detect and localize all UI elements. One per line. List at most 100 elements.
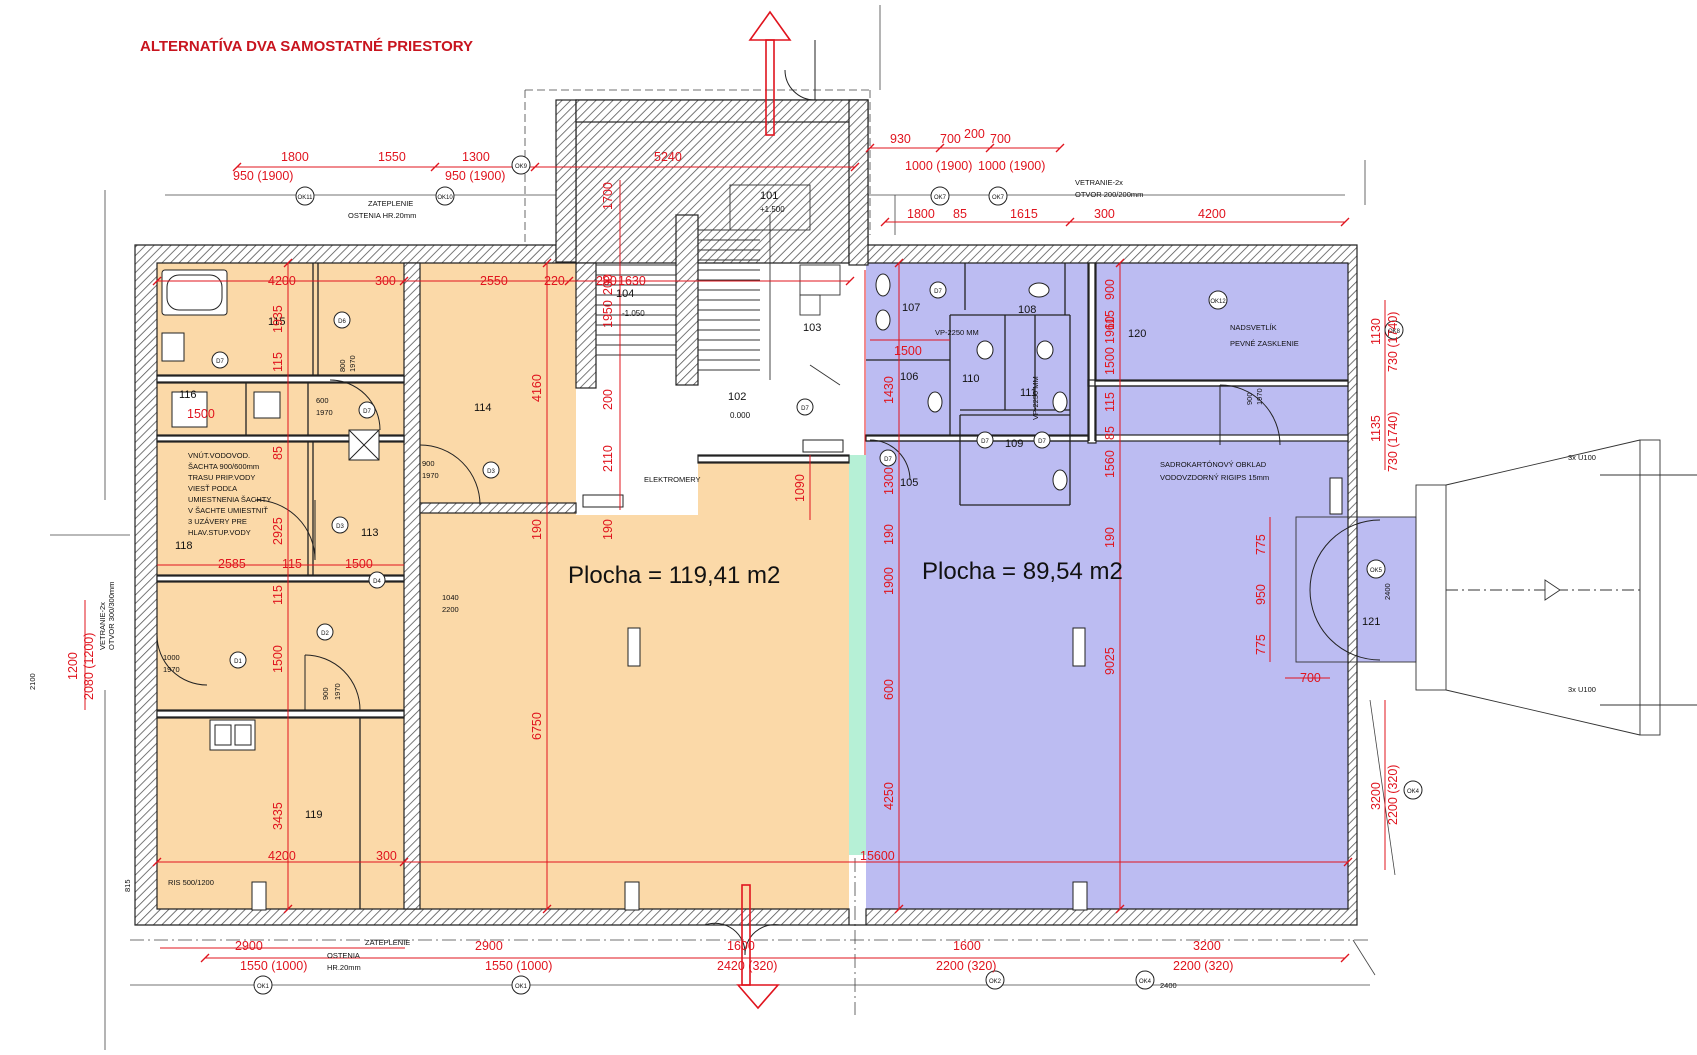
svg-text:VETRANIE-2x: VETRANIE-2x [98,602,107,650]
sink-icon [171,391,208,428]
svg-text:220: 220 [544,274,565,288]
svg-text:900: 900 [422,459,435,468]
toilet-icon [1052,391,1068,413]
room-118: 118 [175,540,193,552]
svg-text:1090: 1090 [793,474,807,502]
room-114: 114 [474,402,492,414]
svg-text:1000: 1000 [163,653,180,662]
svg-text:ŠACHTA 900/600mm: ŠACHTA 900/600mm [188,462,259,471]
svg-text:D7: D7 [801,406,809,412]
toilet-icon [875,273,891,297]
svg-text:600: 600 [882,679,896,700]
svg-text:6750: 6750 [530,712,544,740]
plan-title: ALTERNATÍVA DVA SAMOSTATNÉ PRIESTORY [140,38,474,55]
svg-text:OK1: OK1 [257,984,270,990]
room-102: 102 [728,391,746,403]
stairs [596,184,841,386]
svg-text:TRASU PRIP.VODY: TRASU PRIP.VODY [188,473,255,482]
svg-text:OK1: OK1 [515,984,528,990]
svg-text:2400: 2400 [1383,583,1392,600]
svg-text:D3: D3 [336,524,344,530]
svg-text:1040: 1040 [442,593,459,602]
svg-text:OTVOR 300/300mm: OTVOR 300/300mm [107,582,116,650]
svg-text:ZATEPLENIE: ZATEPLENIE [368,199,413,208]
svg-text:ELEKTROMERY: ELEKTROMERY [644,475,701,484]
svg-text:D7: D7 [363,409,371,415]
room-level-104: -1.050 [622,309,645,318]
svg-text:900: 900 [321,687,330,700]
svg-text:D7: D7 [1038,439,1046,445]
svg-text:D1: D1 [234,659,242,665]
svg-text:200: 200 [601,274,615,295]
svg-text:OK5: OK5 [1370,568,1383,574]
svg-text:ZATEPLENIE: ZATEPLENIE [365,938,410,947]
toilet-icon [927,391,943,413]
svg-text:D7: D7 [216,359,224,365]
toilet-icon [1036,340,1054,360]
svg-text:D7: D7 [934,289,942,295]
svg-text:1700: 1700 [601,182,615,210]
svg-text:VIESŤ PODĽA: VIESŤ PODĽA [188,484,237,493]
area-label-right: Plocha = 89,54 m2 [922,558,1123,585]
svg-text:300: 300 [375,274,396,288]
svg-text:1135: 1135 [1369,415,1383,442]
svg-text:OK12: OK12 [1210,299,1226,305]
svg-text:1430: 1430 [882,376,896,404]
svg-text:1630: 1630 [618,274,646,288]
svg-text:115: 115 [1103,392,1117,412]
svg-text:1300: 1300 [462,150,490,164]
svg-text:OSTENIA HR.20mm: OSTENIA HR.20mm [348,211,416,220]
svg-text:3200: 3200 [1369,782,1383,810]
separator-zone [849,455,866,855]
svg-text:800: 800 [338,359,347,372]
svg-text:815: 815 [123,879,132,892]
svg-text:3435: 3435 [271,802,285,830]
svg-text:D2: D2 [321,631,329,637]
room-121: 121 [1362,616,1380,628]
svg-text:D3: D3 [487,469,495,475]
svg-text:600: 600 [316,396,329,405]
svg-text:OK2: OK2 [989,979,1002,985]
room-110: 110 [962,373,980,385]
svg-text:950 (1900): 950 (1900) [445,169,505,183]
svg-text:PEVNÉ ZASKLENIE: PEVNÉ ZASKLENIE [1230,339,1299,348]
sanitary-fixtures [161,269,1343,911]
room-115: 115 [268,316,286,328]
svg-text:2900: 2900 [475,939,503,953]
svg-text:2100: 2100 [28,673,37,690]
room-104: 104 [616,288,634,300]
room-105: 105 [900,477,918,489]
svg-text:D7: D7 [981,439,989,445]
svg-text:775: 775 [1254,634,1268,655]
svg-text:1500: 1500 [271,645,285,673]
svg-text:1970: 1970 [333,683,342,700]
svg-text:3200: 3200 [1193,939,1221,953]
room-111: 111 [1020,387,1037,399]
svg-text:VP-2250 MM: VP-2250 MM [1031,376,1040,420]
svg-text:VNÚT.VODOVOD.: VNÚT.VODOVOD. [188,451,250,460]
svg-text:1800: 1800 [907,207,935,221]
svg-text:1130: 1130 [1369,318,1383,345]
svg-text:4160: 4160 [530,374,544,402]
svg-text:VODOVZDORNÝ RIGIPS 15mm: VODOVZDORNÝ RIGIPS 15mm [1160,473,1269,482]
svg-text:RIS 500/1200: RIS 500/1200 [168,878,214,887]
svg-text:4200: 4200 [268,274,296,288]
svg-text:1950: 1950 [601,300,615,328]
sink-icon [161,332,185,362]
svg-text:HLAV.STUP.VODY: HLAV.STUP.VODY [188,528,251,537]
svg-text:1000 (1900): 1000 (1900) [978,159,1045,173]
svg-text:930: 930 [890,132,911,146]
svg-text:1560: 1560 [1103,450,1117,478]
room-107: 107 [902,302,920,314]
svg-text:4200: 4200 [1198,207,1226,221]
svg-text:115: 115 [282,557,302,571]
svg-text:2585: 2585 [218,557,246,571]
svg-text:D7: D7 [884,457,892,463]
svg-text:200: 200 [596,274,617,288]
svg-text:900: 900 [1103,279,1117,300]
sink-icon [253,391,281,419]
svg-text:775: 775 [1254,534,1268,555]
svg-text:9025: 9025 [1103,647,1117,675]
room-level-101: +1.500 [760,205,785,214]
